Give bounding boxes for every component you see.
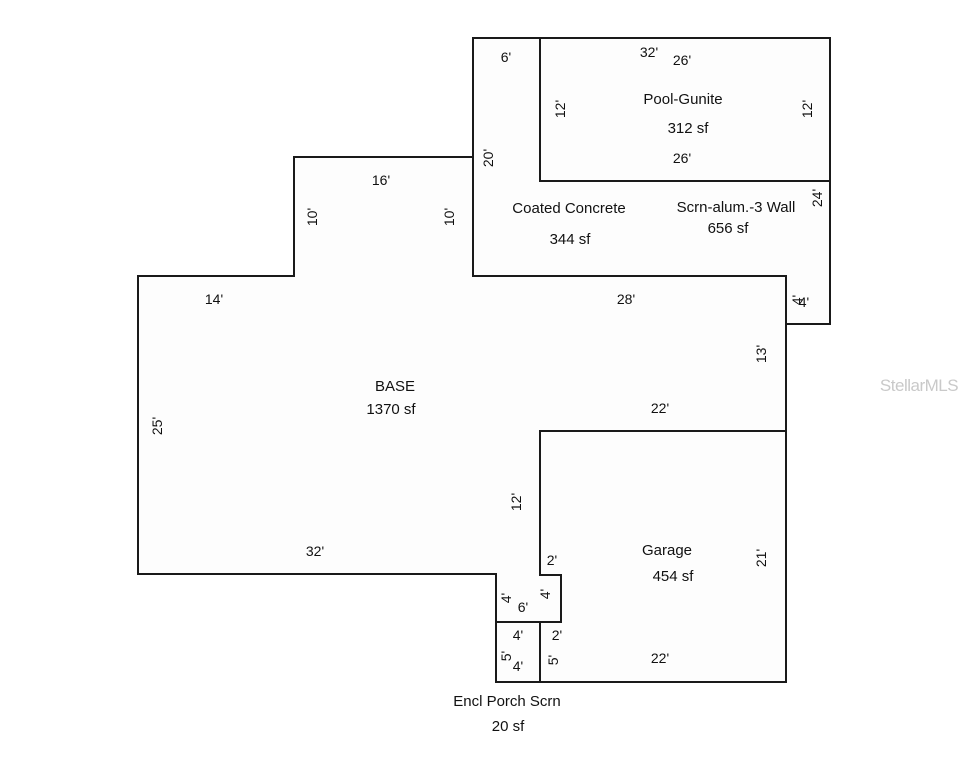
- dim-base-left-25: 25': [149, 417, 165, 435]
- pool-area: 312 sf: [668, 120, 710, 137]
- pool-label: Pool-Gunite: [643, 91, 722, 108]
- garage-area: 454 sf: [653, 568, 695, 585]
- dim-g-6: 6': [518, 599, 528, 615]
- pool-outline: [539, 37, 831, 182]
- dim-p-5-right: 5': [545, 655, 561, 665]
- dim-top-6: 6': [501, 49, 511, 65]
- dim-base-bottom-32: 32': [306, 543, 324, 559]
- dim-right-24: 24': [809, 189, 825, 207]
- lanai-base-divider: [472, 157, 787, 324]
- dim-base-28: 28': [617, 291, 635, 307]
- base-area: 1370 sf: [366, 401, 416, 418]
- screen-wall-area: 656 sf: [708, 220, 750, 237]
- porch-label: Encl Porch Scrn: [453, 693, 561, 710]
- coated-concrete-area: 344 sf: [550, 231, 592, 248]
- dim-p-4-bottom: 4': [513, 658, 523, 674]
- coated-concrete-label: Coated Concrete: [512, 200, 625, 217]
- dim-step-right-10: 10': [441, 208, 457, 226]
- dim-base-14: 14': [205, 291, 223, 307]
- screen-wall-label: Scrn-alum.-3 Wall: [677, 199, 796, 216]
- dim-right-13: 13': [753, 345, 769, 363]
- dim-step-left-10: 10': [304, 208, 320, 226]
- dim-step-16: 16': [372, 172, 390, 188]
- dim-p-4-top: 4': [513, 627, 523, 643]
- dim-g-2a: 2': [547, 552, 557, 568]
- porch-area: 20 sf: [492, 718, 525, 735]
- building-outline: [137, 37, 831, 683]
- dim-p-2: 2': [552, 627, 562, 643]
- dim-pool-top-26: 26': [673, 52, 691, 68]
- watermark: StellarMLS: [880, 376, 958, 395]
- dim-notch-4a: 4': [789, 295, 805, 305]
- dim-garage-right-21: 21': [753, 549, 769, 567]
- base-label: BASE: [375, 378, 415, 395]
- dim-pool-bottom-26: 26': [673, 150, 691, 166]
- dim-garage-top-22: 22': [651, 400, 669, 416]
- dim-g-4-vert: 4': [537, 589, 553, 599]
- dim-garage-bottom-22: 22': [651, 650, 669, 666]
- garage-label: Garage: [642, 542, 692, 559]
- dim-g-4-left: 4': [498, 593, 514, 603]
- dim-p-5-left: 5': [498, 651, 514, 661]
- dim-pool-right-12: 12': [799, 100, 815, 118]
- dim-notch-4b: 4': [799, 294, 809, 310]
- dim-left-20: 20': [480, 149, 496, 167]
- dim-top-32: 32': [640, 44, 658, 60]
- dim-garage-left-12: 12': [508, 493, 524, 511]
- dim-pool-left-12: 12': [552, 100, 568, 118]
